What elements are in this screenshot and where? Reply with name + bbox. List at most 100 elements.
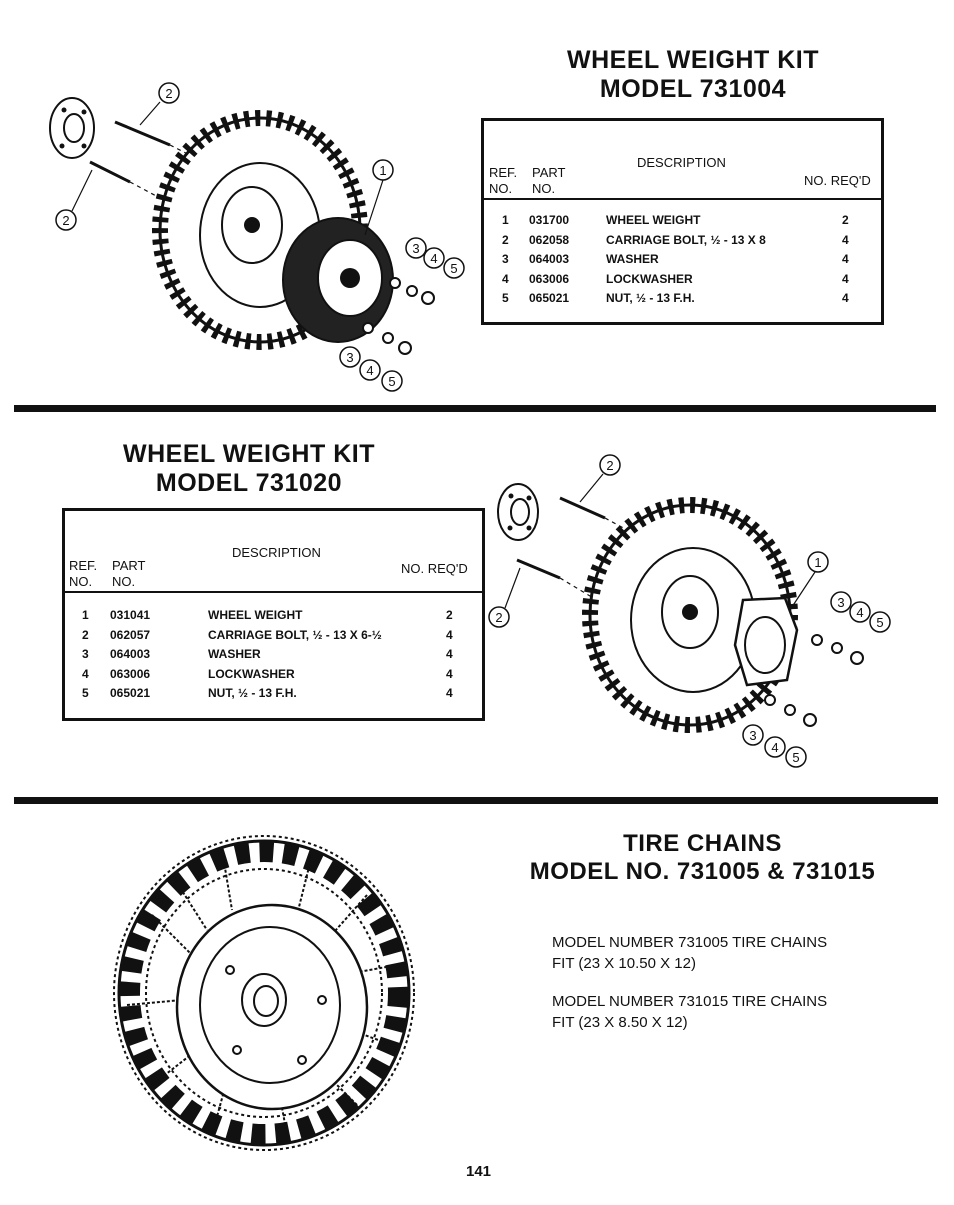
header-ref-2: NO. xyxy=(69,574,93,589)
chain-icon xyxy=(113,835,415,1151)
callout-1: 1 xyxy=(372,159,394,181)
row-qty: 4 xyxy=(842,271,849,286)
tire-chains-illustration xyxy=(113,835,415,1151)
row-qty: 4 xyxy=(446,647,453,662)
row-ref: 4 xyxy=(502,271,509,286)
svg-text:4: 4 xyxy=(771,740,778,755)
row-description: WASHER xyxy=(606,252,659,267)
kit-731004-title-line2: MODEL 731004 xyxy=(599,74,787,103)
row-qty: 4 xyxy=(842,252,849,267)
row-description: LOCKWASHER xyxy=(208,666,295,681)
svg-text:2: 2 xyxy=(165,86,172,101)
row-ref: 1 xyxy=(502,213,509,227)
svg-text:5: 5 xyxy=(388,374,395,389)
callout-3: 3 xyxy=(830,591,852,613)
row-part: 062058 xyxy=(529,232,570,247)
row-qty: 4 xyxy=(446,627,453,642)
svg-text:4: 4 xyxy=(366,363,373,378)
callout-4: 4 xyxy=(423,247,445,269)
table-row: 3 064003 WASHER 4 xyxy=(484,252,881,272)
hub-flange-icon xyxy=(497,483,539,541)
table-row: 1 031041 WHEEL WEIGHT 2 xyxy=(65,608,482,628)
svg-text:3: 3 xyxy=(412,241,419,256)
table-body: 1 031700 WHEEL WEIGHT 2 2 062058 CARRIAG… xyxy=(484,213,881,311)
row-part: 064003 xyxy=(529,252,570,267)
kit-731004-parts-table: REF. NO. PART NO. DESCRIPTION NO. REQ'D … xyxy=(481,118,884,325)
tire-chains-title-line2: MODEL NO. 731005 & 731015 xyxy=(529,857,876,885)
svg-text:3: 3 xyxy=(749,728,756,743)
callout-4: 4 xyxy=(849,601,871,623)
header-ref-1: REF. xyxy=(489,165,518,180)
row-description: CARRIAGE BOLT, ½ - 13 X 6-½ xyxy=(208,627,382,642)
table-row: 5 065021 NUT, ½ - 13 F.H. 4 xyxy=(484,291,881,311)
svg-text:3: 3 xyxy=(346,350,353,365)
callout-1: 1 xyxy=(807,551,829,573)
section-divider xyxy=(14,797,938,804)
section-divider xyxy=(14,405,936,412)
tire-chains-note-731015: MODEL NUMBER 731015 TIRE CHAINS FIT (23 … xyxy=(552,991,827,1033)
kit-731020-title-line1: WHEEL WEIGHT KIT xyxy=(123,440,375,468)
kit-731004-title-line1: WHEEL WEIGHT KIT xyxy=(567,46,819,74)
row-part: 065021 xyxy=(529,291,570,306)
header-ref-2: NO. xyxy=(489,181,513,196)
hub-flange-icon xyxy=(49,97,95,159)
table-row: 2 062057 CARRIAGE BOLT, ½ - 13 X 6-½ 4 xyxy=(65,628,482,648)
table-row: 2 062058 CARRIAGE BOLT, ½ - 13 X 8 4 xyxy=(484,233,881,253)
wheel-weight-731004-illustration: 1 2 2 3 4 5 3 4 5 xyxy=(49,82,465,392)
svg-text:2: 2 xyxy=(606,458,613,473)
page-number: 141 xyxy=(466,1163,492,1180)
row-ref: 4 xyxy=(82,666,89,681)
kit-731020-title-line2: MODEL 731020 xyxy=(155,468,343,497)
row-description: NUT, ½ - 13 F.H. xyxy=(606,291,695,306)
note-line: FIT (23 X 10.50 X 12) xyxy=(552,955,696,972)
svg-text:4: 4 xyxy=(430,251,437,266)
svg-text:4: 4 xyxy=(856,605,863,620)
svg-text:5: 5 xyxy=(450,261,457,276)
header-part-2: NO. xyxy=(112,574,136,589)
callout-3: 3 xyxy=(405,237,427,259)
row-qty: 2 xyxy=(842,213,849,227)
row-part: 065021 xyxy=(110,686,151,701)
row-part: 062057 xyxy=(110,627,151,642)
note-line: FIT (23 X 8.50 X 12) xyxy=(552,1014,688,1031)
row-ref: 1 xyxy=(82,608,89,622)
row-description: WHEEL WEIGHT xyxy=(606,213,701,227)
wheel-weight-icon xyxy=(733,596,799,687)
row-part: 031041 xyxy=(110,608,151,622)
washer-nut-icon xyxy=(362,277,435,355)
svg-text:2: 2 xyxy=(62,213,69,228)
header-part-2: NO. xyxy=(532,181,556,196)
svg-text:2: 2 xyxy=(495,610,502,625)
tire-chains-note-731005: MODEL NUMBER 731005 TIRE CHAINS FIT (23 … xyxy=(552,932,827,974)
header-description: DESCRIPTION xyxy=(232,545,321,560)
header-part-1: PART xyxy=(532,165,566,180)
carriage-bolt-icon xyxy=(89,120,171,184)
note-line: MODEL NUMBER 731005 TIRE CHAINS xyxy=(552,934,828,951)
callout-5: 5 xyxy=(381,370,403,392)
table-header: REF. NO. PART NO. DESCRIPTION NO. REQ'D xyxy=(65,511,482,593)
svg-text:1: 1 xyxy=(814,555,821,570)
note-line: MODEL NUMBER 731015 TIRE CHAINS xyxy=(552,993,828,1010)
table-header: REF. NO. PART NO. DESCRIPTION NO. REQ'D xyxy=(484,121,881,200)
header-req: NO. REQ'D xyxy=(804,173,871,188)
callout-4: 4 xyxy=(764,736,786,758)
callout-3: 3 xyxy=(742,724,764,746)
table-body: 1 031041 WHEEL WEIGHT 2 2 062057 CARRIAG… xyxy=(65,608,482,706)
row-qty: 4 xyxy=(842,232,849,247)
table-row: 3 064003 WASHER 4 xyxy=(65,647,482,667)
row-qty: 4 xyxy=(446,686,453,701)
svg-text:5: 5 xyxy=(876,615,883,630)
row-ref: 5 xyxy=(82,686,89,701)
callout-2: 2 xyxy=(158,82,180,104)
callout-2: 2 xyxy=(599,454,621,476)
header-req: NO. REQ'D xyxy=(401,561,468,576)
row-description: LOCKWASHER xyxy=(606,271,693,286)
callout-5: 5 xyxy=(785,746,807,768)
callout-2: 2 xyxy=(55,209,77,231)
callout-2: 2 xyxy=(488,606,510,628)
row-part: 031700 xyxy=(529,213,570,227)
tire-chains-title: TIRE CHAINS MODEL NO. 731005 & 731015 xyxy=(505,830,900,885)
row-qty: 2 xyxy=(446,608,453,622)
row-description: CARRIAGE BOLT, ½ - 13 X 8 xyxy=(606,232,766,247)
row-part: 063006 xyxy=(529,271,570,286)
